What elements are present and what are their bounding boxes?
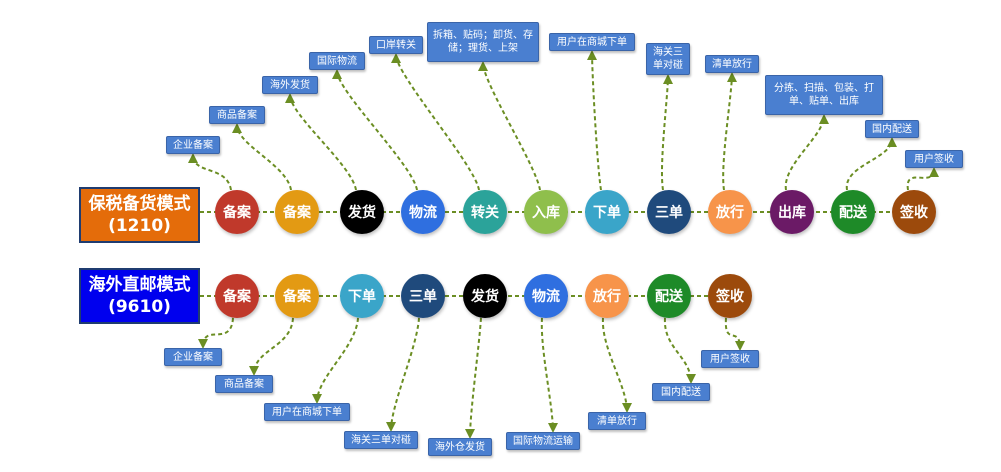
step-label-bonded-7: 用户在商城下单 bbox=[549, 33, 635, 51]
mode-code-bonded: (1210) bbox=[108, 216, 171, 236]
step-bonded-5: 转关 bbox=[463, 190, 507, 234]
step-label-bonded-9: 清单放行 bbox=[705, 55, 759, 73]
step-label-direct-9: 用户签收 bbox=[701, 350, 759, 368]
step-bonded-1: 备案 bbox=[215, 190, 259, 234]
step-bonded-11: 配送 bbox=[831, 190, 875, 234]
connector-direct-6 bbox=[540, 317, 558, 433]
connector-bonded-4 bbox=[332, 69, 418, 191]
step-direct-3: 下单 bbox=[340, 274, 384, 318]
step-label-bonded-5: 口岸转关 bbox=[369, 36, 423, 54]
step-direct-7: 放行 bbox=[585, 274, 629, 318]
step-direct-5: 发货 bbox=[463, 274, 507, 318]
connector-direct-4 bbox=[386, 317, 420, 432]
step-label-bonded-4: 国际物流 bbox=[309, 52, 365, 70]
step-label-bonded-3: 海外发货 bbox=[262, 76, 318, 94]
step-direct-8: 配送 bbox=[647, 274, 691, 318]
step-label-bonded-2: 商品备案 bbox=[209, 106, 265, 124]
step-bonded-6: 入库 bbox=[524, 190, 568, 234]
connector-bonded-3 bbox=[285, 93, 357, 191]
step-bonded-10: 出库 bbox=[770, 190, 814, 234]
step-label-bonded-10: 分拣、扫描、包装、打单、贴单、出库 bbox=[765, 75, 883, 115]
connector-direct-1 bbox=[198, 317, 234, 349]
mode-title-bonded: 保税备货模式 bbox=[88, 194, 191, 214]
step-bonded-7: 下单 bbox=[585, 190, 629, 234]
step-bonded-9: 放行 bbox=[708, 190, 752, 234]
connector-bonded-1 bbox=[188, 153, 232, 191]
connector-bonded-10 bbox=[784, 114, 829, 191]
step-label-direct-7: 清单放行 bbox=[588, 412, 646, 430]
step-label-direct-2: 商品备案 bbox=[215, 375, 273, 393]
connector-direct-8 bbox=[663, 317, 696, 384]
step-bonded-12: 签收 bbox=[892, 190, 936, 234]
connector-bonded-2 bbox=[232, 123, 292, 191]
connector-direct-3 bbox=[312, 317, 359, 404]
connector-bonded-6 bbox=[478, 61, 541, 191]
mode-title-direct: 海外直邮模式 bbox=[88, 275, 191, 295]
step-label-direct-4: 海关三单对碰 bbox=[344, 431, 418, 449]
step-direct-2: 备案 bbox=[275, 274, 319, 318]
step-label-direct-1: 企业备案 bbox=[164, 348, 222, 366]
connector-bonded-11 bbox=[845, 137, 897, 191]
step-label-bonded-1: 企业备案 bbox=[166, 136, 220, 154]
step-direct-9: 签收 bbox=[708, 274, 752, 318]
mode-box-direct: 海外直邮模式 (9610) bbox=[79, 268, 200, 324]
connector-direct-7 bbox=[601, 317, 632, 413]
connector-bonded-9 bbox=[722, 72, 737, 191]
step-label-direct-3: 用户在商城下单 bbox=[264, 403, 350, 421]
step-bonded-8: 三单 bbox=[647, 190, 691, 234]
connector-direct-9 bbox=[724, 317, 745, 351]
step-bonded-4: 物流 bbox=[401, 190, 445, 234]
step-bonded-2: 备案 bbox=[275, 190, 319, 234]
step-label-bonded-6: 拆箱、贴码；卸货、存储；理货、上架 bbox=[427, 22, 539, 62]
step-bonded-3: 发货 bbox=[340, 190, 384, 234]
step-label-bonded-12: 用户签收 bbox=[905, 150, 963, 168]
step-label-bonded-11: 国内配送 bbox=[865, 120, 919, 138]
step-label-direct-5: 海外仓发货 bbox=[428, 438, 492, 456]
step-label-direct-8: 国内配送 bbox=[652, 383, 710, 401]
step-label-bonded-8: 海关三单对碰 bbox=[646, 43, 690, 75]
connector-bonded-7 bbox=[587, 50, 602, 191]
connector-direct-5 bbox=[465, 317, 482, 439]
connector-direct-2 bbox=[249, 317, 294, 376]
step-direct-4: 三单 bbox=[401, 274, 445, 318]
step-label-direct-6: 国际物流运输 bbox=[506, 432, 580, 450]
step-direct-1: 备案 bbox=[215, 274, 259, 318]
step-direct-6: 物流 bbox=[524, 274, 568, 318]
mode-code-direct: (9610) bbox=[108, 297, 171, 317]
connector-bonded-12 bbox=[906, 167, 939, 191]
connector-bonded-5 bbox=[391, 53, 480, 191]
mode-box-bonded: 保税备货模式 (1210) bbox=[79, 187, 200, 243]
connector-bonded-8 bbox=[660, 74, 673, 191]
